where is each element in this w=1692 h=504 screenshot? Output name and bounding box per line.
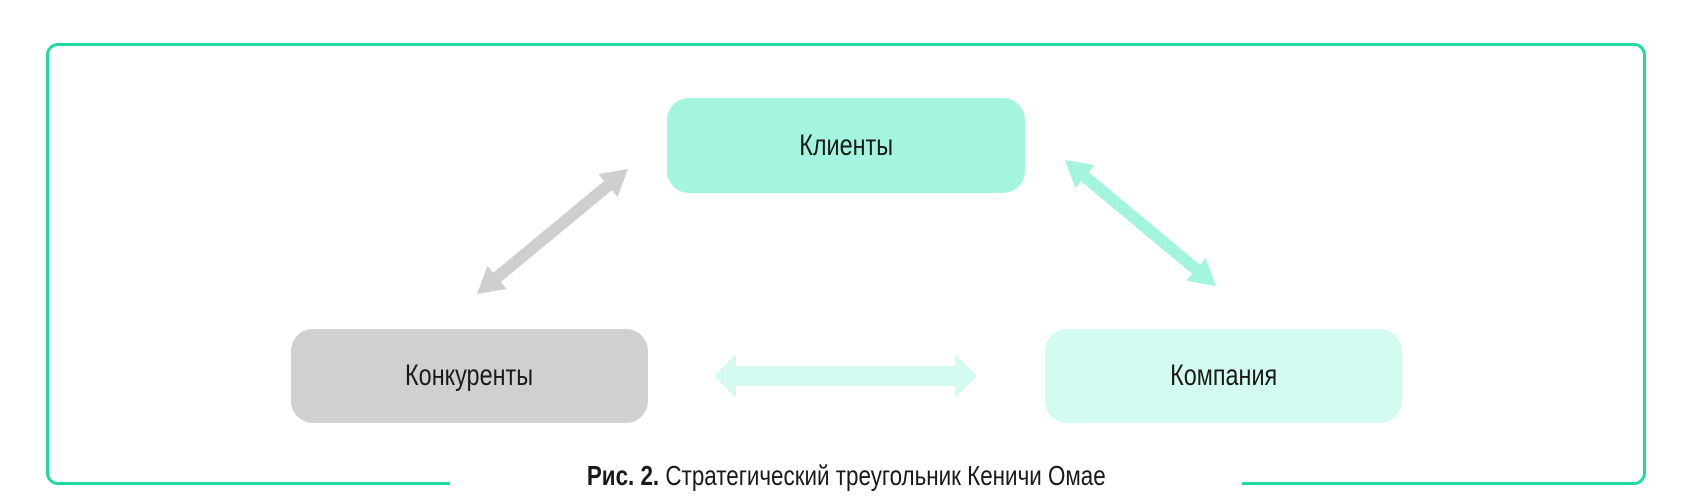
caption-label: Рис. 2. (586, 460, 659, 491)
node-competitors-label: Конкуренты (405, 359, 534, 392)
node-clients-label: Клиенты (799, 128, 893, 162)
caption-text: Стратегический треугольник Кеничи Омае (658, 460, 1106, 491)
node-clients: Клиенты (667, 98, 1025, 193)
node-competitors: Конкуренты (291, 329, 648, 423)
figure-caption: Рис. 2. Стратегический треугольник Кенич… (0, 460, 1692, 492)
node-company: Компания (1045, 329, 1402, 423)
arrow-clients-company (1065, 160, 1216, 286)
node-company-label: Компания (1169, 359, 1278, 392)
arrow-competitors-company (714, 354, 977, 398)
arrow-competitors-clients (477, 169, 628, 294)
